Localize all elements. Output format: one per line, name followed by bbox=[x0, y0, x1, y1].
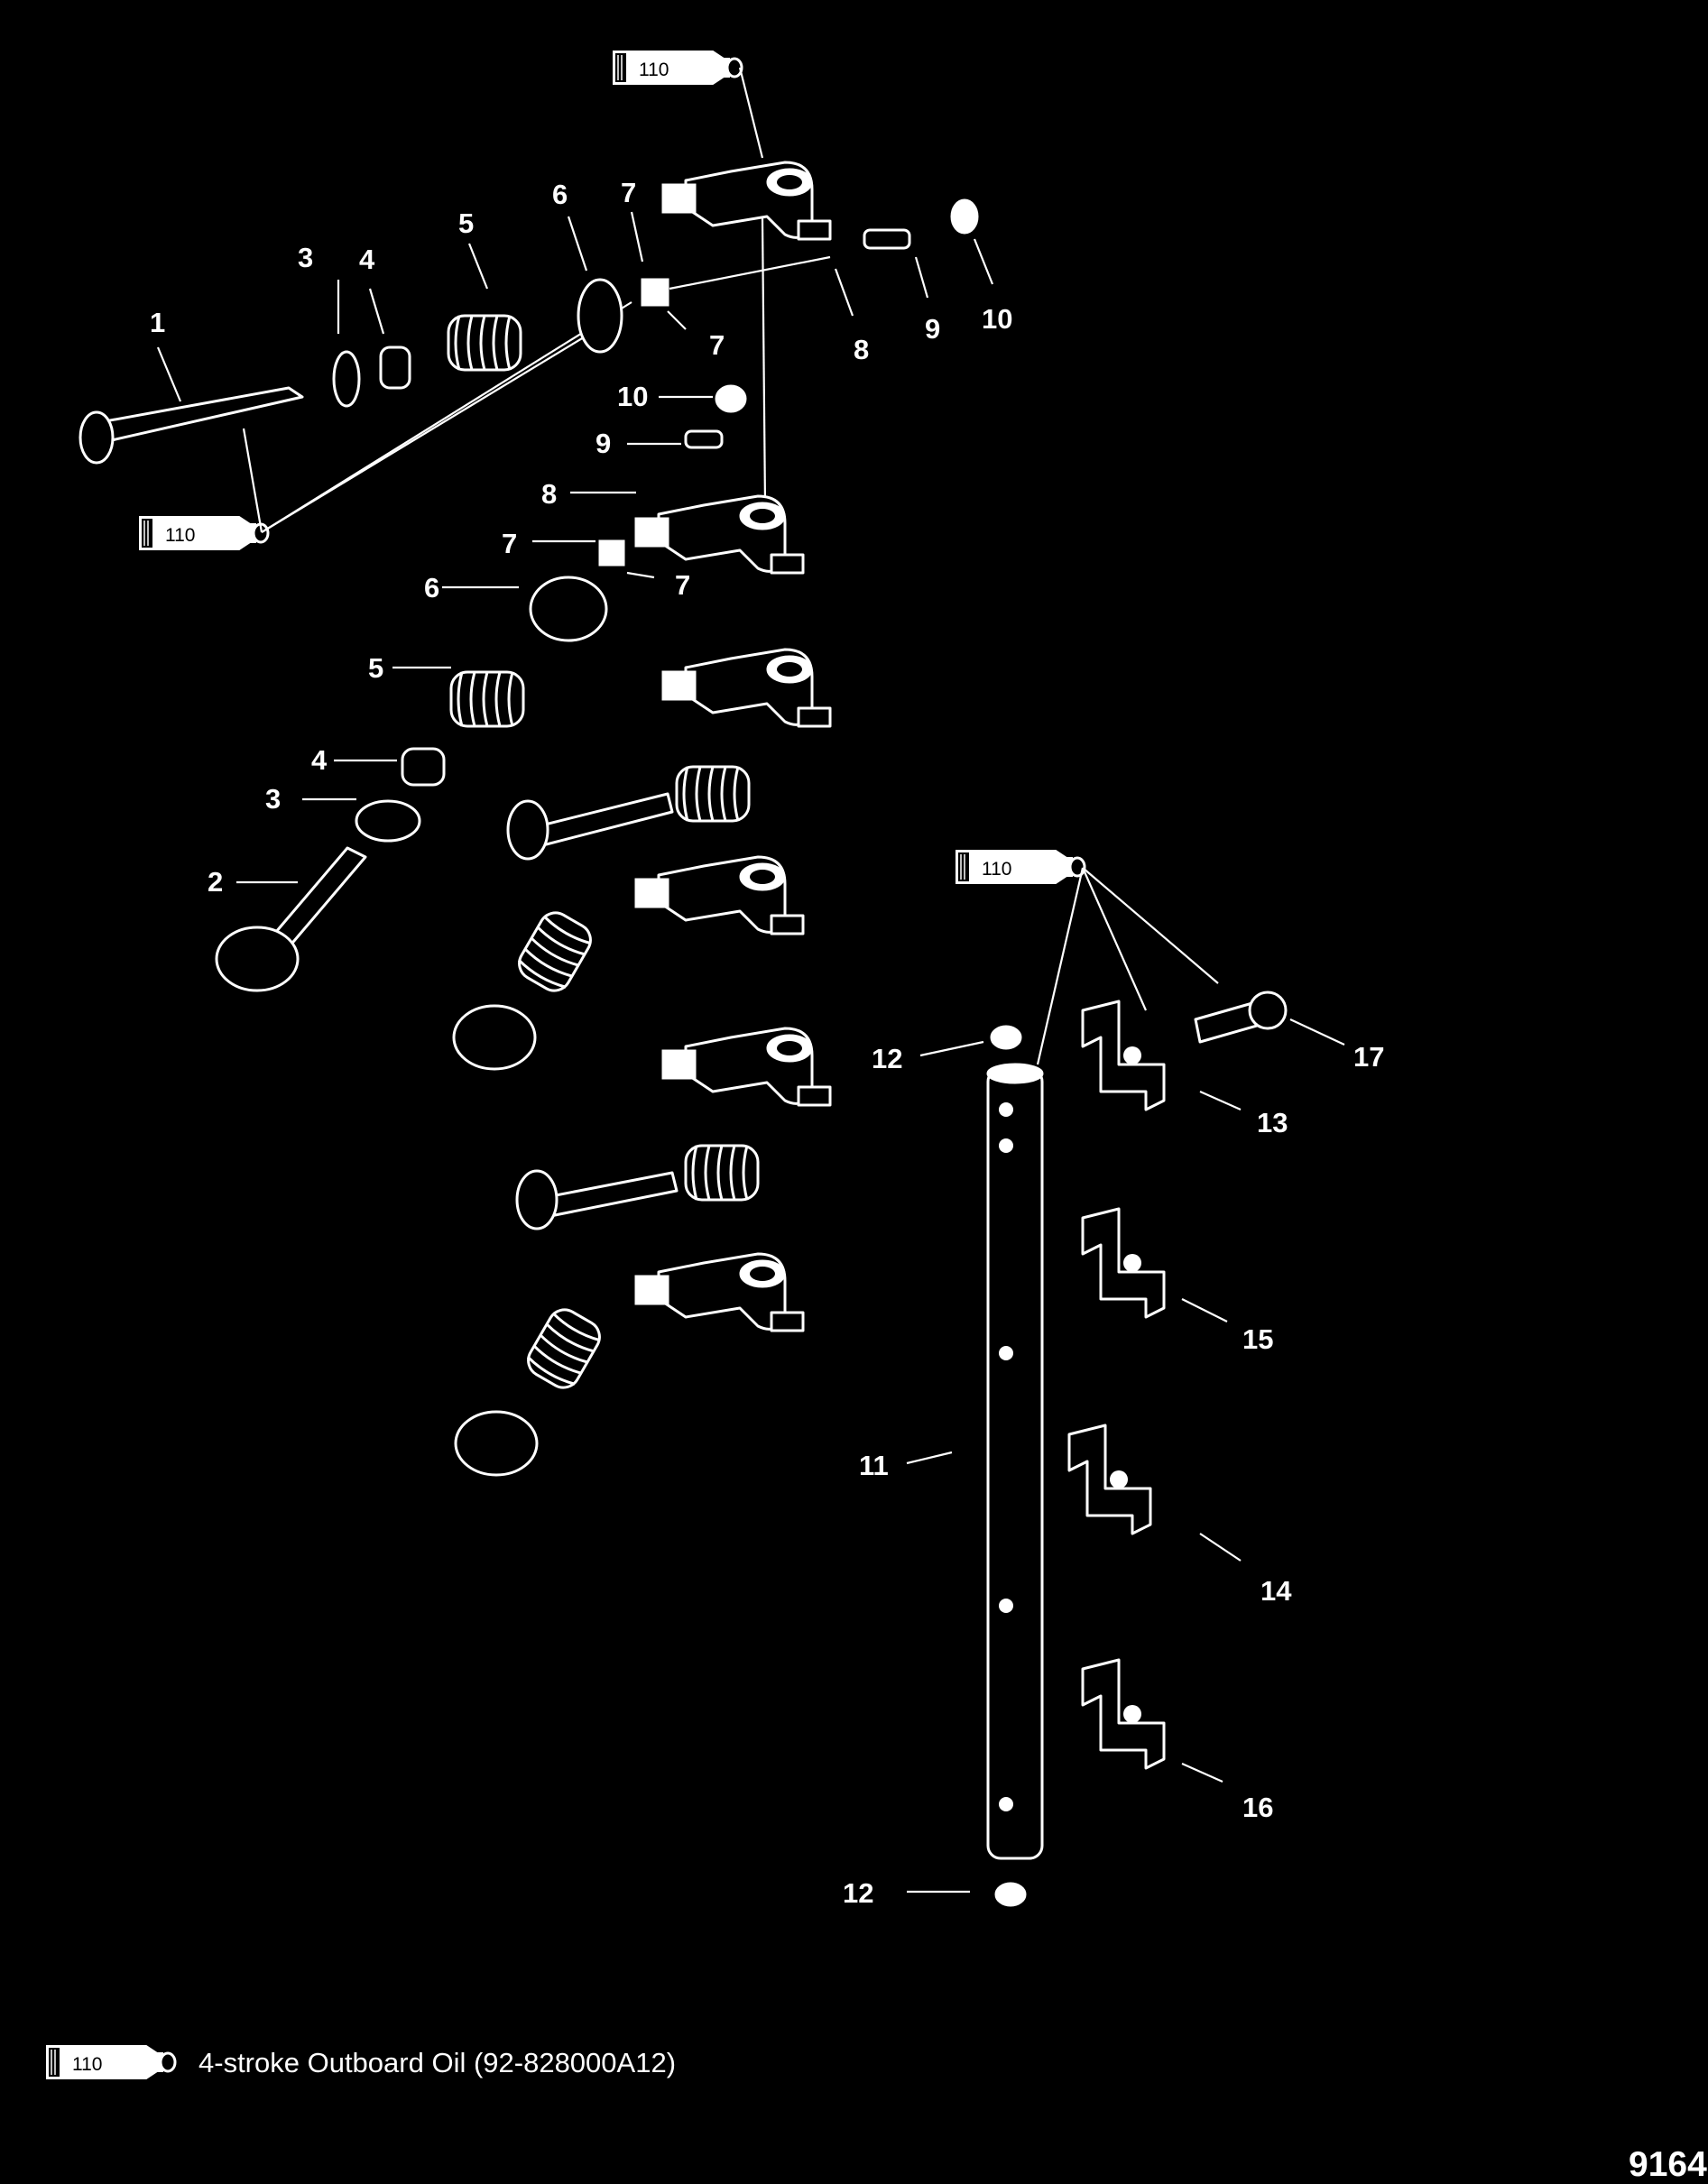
valve-keeper-mid bbox=[598, 539, 625, 567]
lubricant-tube-icon bbox=[612, 50, 743, 86]
valve-spring-assembled-1 bbox=[675, 765, 751, 823]
legend-text: 4-stroke Outboard Oil (92-828000A12) bbox=[198, 2047, 676, 2078]
valve-stem-seal-top bbox=[379, 346, 411, 390]
callout-6: 6 bbox=[552, 179, 568, 210]
callout-10: 10 bbox=[617, 381, 648, 412]
lubricant-tube-code: 110 bbox=[165, 525, 195, 546]
adjuster-screw-mid bbox=[684, 429, 724, 449]
valve-spring-assembled-4 bbox=[521, 1302, 607, 1396]
callouts: 1 2 3 3 4 4 5 5 6 6 7 7 7 7 8 8 9 9 10 1… bbox=[150, 177, 1384, 1909]
middle-valve-group bbox=[215, 384, 805, 992]
valve-seal-mid bbox=[355, 799, 421, 843]
rocker-shaft-clip-16 bbox=[1081, 1658, 1166, 1770]
rocker-arm-top bbox=[661, 161, 832, 241]
rocker-arm-assembled-4 bbox=[634, 1252, 805, 1332]
rocker-arm-assembled-2 bbox=[634, 855, 805, 935]
lock-nut-top bbox=[950, 198, 979, 235]
callout-7: 7 bbox=[502, 528, 517, 559]
callout-5: 5 bbox=[458, 207, 474, 239]
callout-2: 2 bbox=[208, 866, 223, 898]
callout-9: 9 bbox=[595, 428, 611, 459]
lubricant-tube-icon bbox=[955, 849, 1086, 885]
plug-top bbox=[990, 1025, 1022, 1050]
rocker-shaft-clip-13 bbox=[1081, 1000, 1166, 1111]
callout-7: 7 bbox=[709, 329, 725, 361]
callout-15: 15 bbox=[1242, 1323, 1273, 1355]
spring-retainer-top bbox=[577, 278, 623, 354]
spring-retainer-mid bbox=[529, 576, 608, 642]
callout-4: 4 bbox=[359, 244, 375, 275]
assembled-valve-stacks bbox=[452, 648, 832, 1477]
valve-seal-top bbox=[332, 350, 361, 408]
adjuster-screw-top bbox=[863, 228, 911, 250]
lubricant-tube-code: 110 bbox=[982, 859, 1011, 880]
callout-4: 4 bbox=[311, 744, 328, 776]
rocker-shaft-group: 110 bbox=[906, 849, 1345, 1907]
intake-valve bbox=[88, 386, 304, 444]
rocker-arm-assembled-3 bbox=[661, 1027, 832, 1107]
valve-spring-assembled-3 bbox=[684, 1144, 760, 1202]
callout-3: 3 bbox=[298, 242, 313, 273]
callout-13: 13 bbox=[1257, 1107, 1288, 1138]
callout-16: 16 bbox=[1242, 1792, 1273, 1823]
callout-7: 7 bbox=[675, 569, 690, 601]
lock-nut-mid bbox=[715, 384, 747, 413]
callout-10: 10 bbox=[982, 303, 1012, 335]
rocker-arm-assembled-1 bbox=[661, 648, 832, 728]
valve-stem-seal-mid bbox=[401, 747, 446, 787]
callout-7: 7 bbox=[621, 177, 636, 208]
legend-tube-code: 110 bbox=[72, 2054, 102, 2075]
exhaust-valve bbox=[269, 846, 367, 949]
callout-12: 12 bbox=[843, 1877, 873, 1909]
callout-14: 14 bbox=[1260, 1575, 1292, 1607]
callout-1: 1 bbox=[150, 307, 165, 338]
rocker-shaft-clip-15 bbox=[1081, 1207, 1166, 1319]
top-valve-group: 110 110 bbox=[78, 50, 994, 551]
callout-17: 17 bbox=[1353, 1041, 1384, 1073]
rocker-shaft-clip-14 bbox=[1067, 1424, 1152, 1535]
callout-6: 6 bbox=[424, 572, 439, 604]
valve-spring-mid bbox=[449, 670, 525, 728]
valve-spring-top bbox=[447, 314, 522, 372]
callout-12: 12 bbox=[872, 1043, 902, 1074]
callout-9: 9 bbox=[925, 313, 940, 345]
lubricant-tube-icon bbox=[45, 2044, 177, 2080]
callout-8: 8 bbox=[541, 478, 557, 510]
valve-keeper-top bbox=[641, 278, 669, 307]
callout-5: 5 bbox=[368, 652, 383, 684]
valve-spring-assembled-2 bbox=[512, 905, 598, 999]
callout-11: 11 bbox=[859, 1450, 889, 1481]
callout-3: 3 bbox=[265, 783, 281, 815]
callout-8: 8 bbox=[854, 334, 869, 365]
rocker-arm-mid bbox=[634, 494, 805, 575]
rocker-shaft bbox=[986, 1067, 1044, 1860]
plug-bottom bbox=[994, 1882, 1027, 1907]
figure-number: 9164 bbox=[1629, 2145, 1707, 2184]
lubricant-tube-icon bbox=[138, 515, 270, 551]
lubricant-tube-code: 110 bbox=[639, 60, 669, 80]
legend: 110 4-stroke Outboard Oil (92-828000A12) bbox=[45, 2044, 676, 2080]
